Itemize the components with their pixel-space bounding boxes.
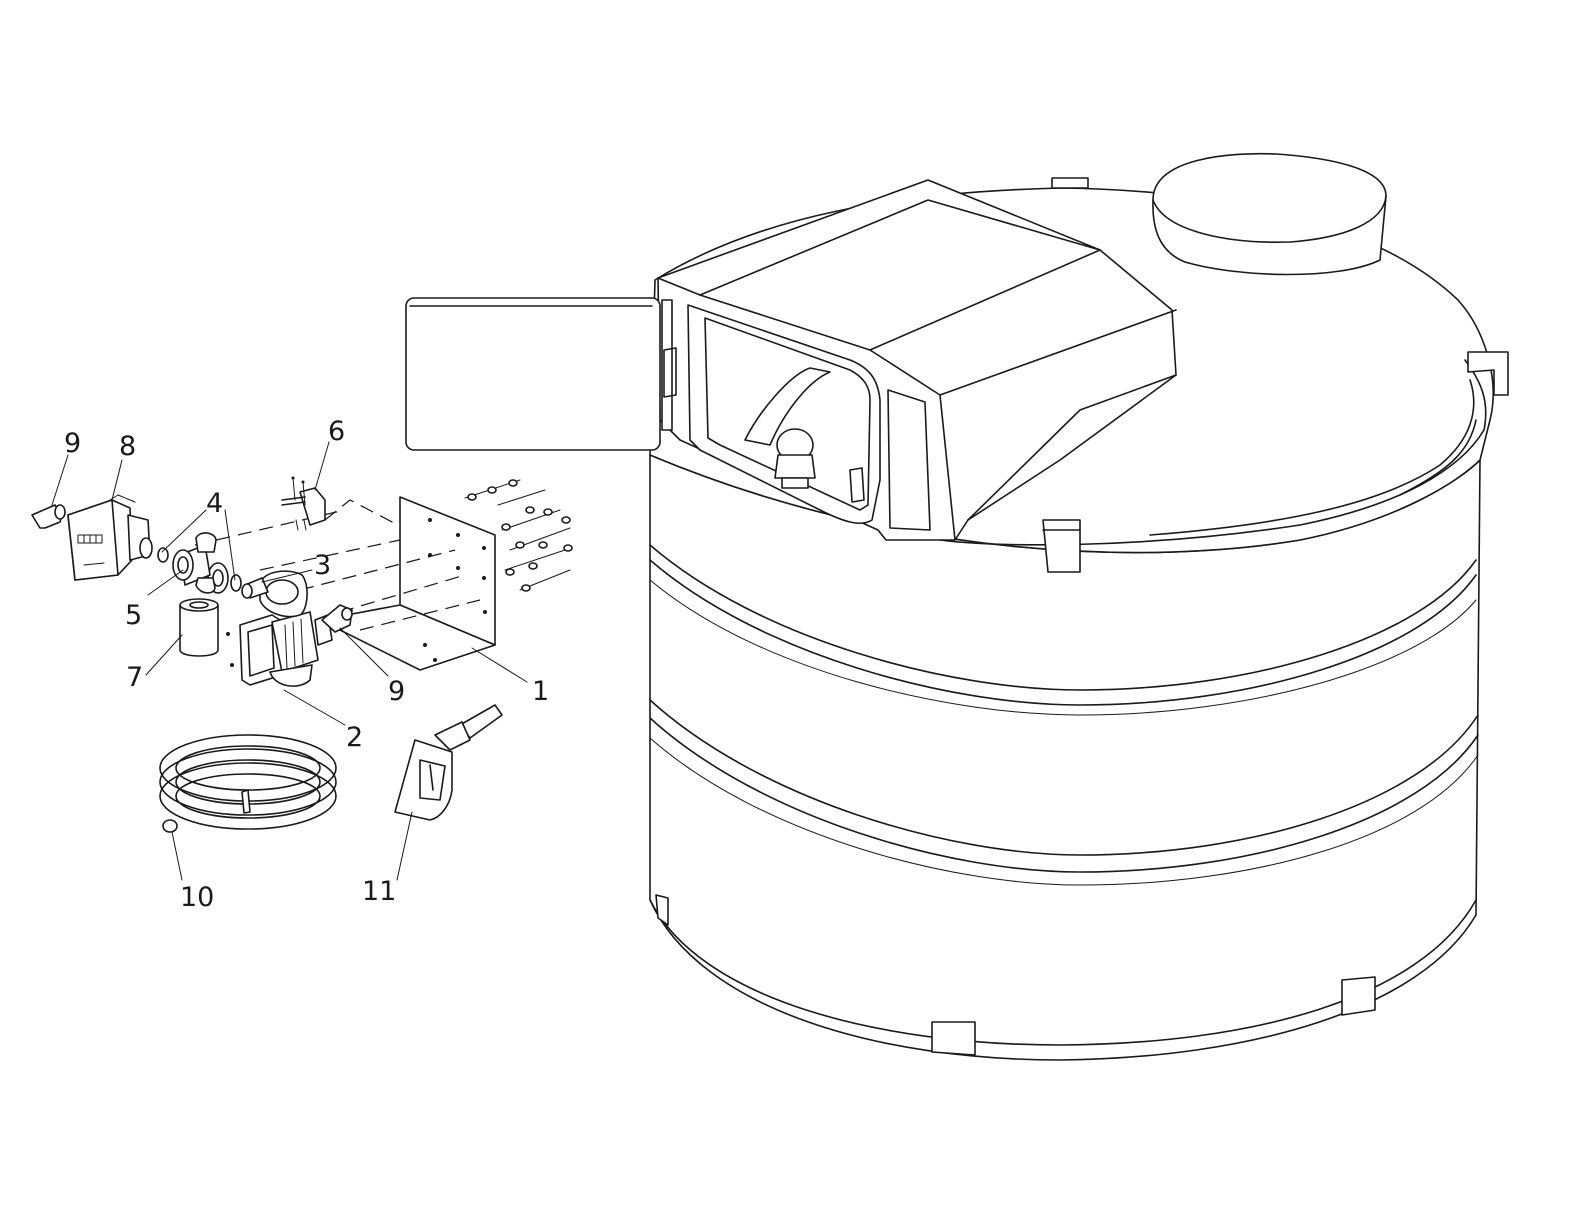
part-7-filter [179, 598, 219, 657]
part-3-nipple [241, 577, 269, 599]
part-6-clip-bracket [281, 476, 326, 531]
callout-6: 6 [328, 416, 345, 447]
part-9-elbow-left [31, 504, 66, 529]
callout-9-left: 9 [64, 428, 81, 459]
leader-4a [161, 509, 207, 553]
callout-labels: 1 2 3 4 5 6 7 8 9 9 10 11 [64, 416, 549, 913]
leader-11 [396, 811, 413, 881]
callout-1: 1 [532, 676, 549, 707]
callout-8: 8 [119, 431, 136, 462]
part-9-elbow-right [321, 604, 353, 633]
part-8-flow-meter [67, 494, 153, 581]
leader-lines [51, 441, 528, 881]
part-2-pump [226, 570, 333, 687]
part-1-mounting-bracket [319, 479, 573, 671]
part-5-valve-body [172, 532, 217, 594]
leader-6 [314, 441, 330, 491]
tank-round-lid [1152, 152, 1387, 276]
leader-7 [145, 634, 183, 676]
leader-3 [261, 569, 313, 583]
callout-5: 5 [125, 600, 142, 631]
callout-3: 3 [314, 550, 331, 581]
cabinet-opening [687, 304, 881, 525]
leader-2 [283, 689, 346, 726]
tank-band-upper [649, 544, 1477, 691]
callout-7: 7 [126, 662, 143, 693]
tank-foot-tab [931, 1021, 976, 1056]
leader-1 [471, 647, 528, 683]
leader-10 [171, 831, 183, 881]
assembly-guide-lines [194, 499, 481, 631]
part-10-hose-coil [159, 734, 337, 833]
tank-band-lower [649, 699, 1479, 856]
leader-5 [147, 569, 184, 596]
callout-2: 2 [346, 722, 363, 753]
callout-11: 11 [362, 876, 396, 907]
leader-9a [51, 454, 69, 506]
callout-10: 10 [180, 882, 214, 913]
callout-4: 4 [206, 488, 223, 519]
leader-4b [224, 509, 236, 581]
part-11-nozzle [394, 704, 503, 821]
leader-8 [111, 459, 123, 501]
cabinet-outlet-elbow [744, 367, 831, 446]
cabinet-door [405, 297, 661, 451]
leader-9b [339, 627, 389, 677]
callout-9-right: 9 [388, 676, 405, 707]
storage-tank [405, 152, 1509, 1061]
